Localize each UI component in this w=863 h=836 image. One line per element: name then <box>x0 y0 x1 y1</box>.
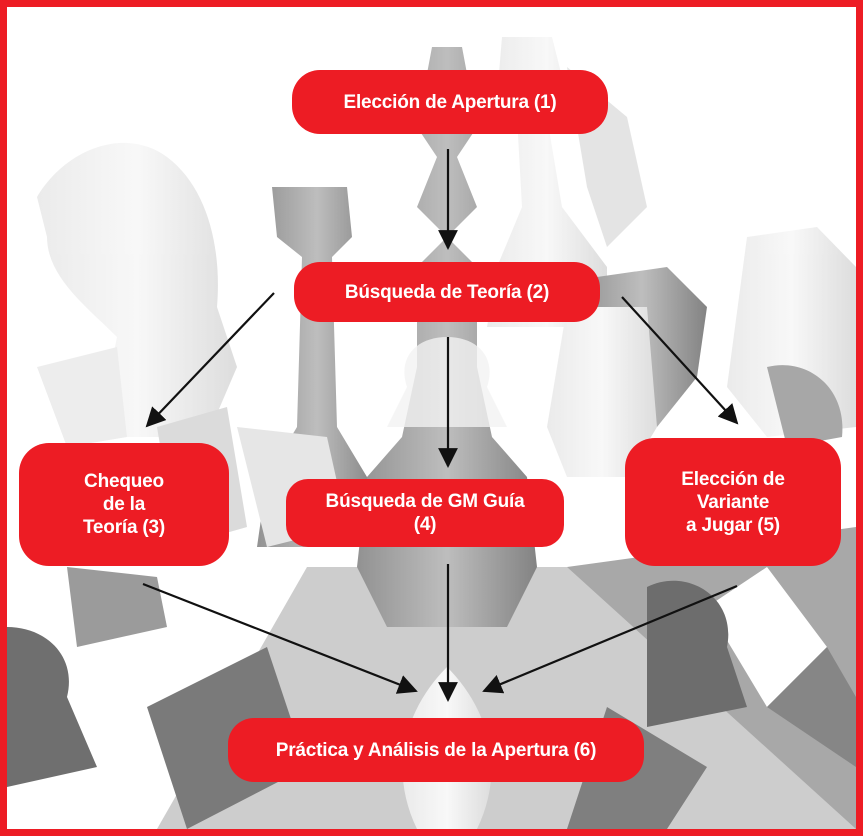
connector-arrows <box>142 149 739 702</box>
arrow-3-to-6 <box>142 582 418 694</box>
node-eleccion-de-variante: Elección de Variante a Jugar (5) <box>625 438 841 566</box>
arrow-2-to-5 <box>621 296 739 425</box>
arrow-2-to-3 <box>145 292 275 428</box>
node-eleccion-de-apertura: Elección de Apertura (1) <box>292 70 608 134</box>
node-chequeo-de-la-teoria: Chequeo de la Teoría (3) <box>19 443 229 566</box>
node-practica-y-analisis: Práctica y Análisis de la Apertura (6) <box>228 718 644 782</box>
arrow-5-to-6 <box>482 584 738 694</box>
node-busqueda-de-gm-guia: Búsqueda de GM Guía (4) <box>286 479 564 547</box>
node-busqueda-de-teoria: Búsqueda de Teoría (2) <box>294 262 600 322</box>
